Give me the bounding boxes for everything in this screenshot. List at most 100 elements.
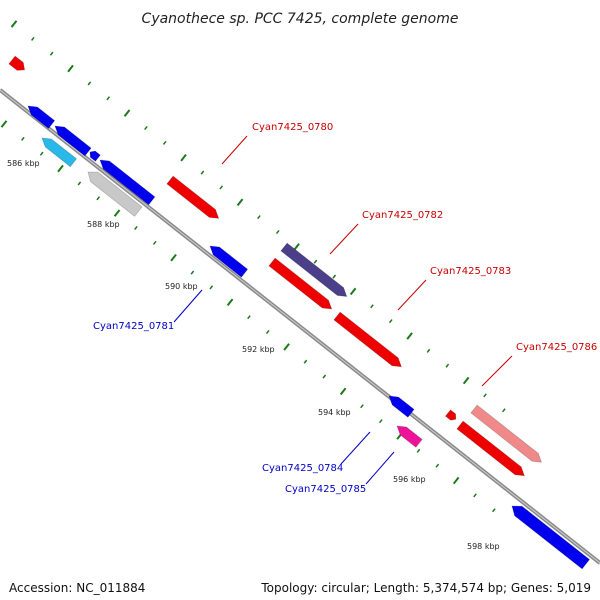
tick-mark	[57, 164, 64, 173]
leader-line	[221, 135, 248, 165]
tick-mark	[144, 125, 148, 131]
genome-summary-text: Topology: circular; Length: 5,374,574 bp…	[261, 581, 591, 595]
tick-mark	[209, 285, 214, 290]
tick-mark	[473, 493, 477, 498]
gene-arrow-forward-outer[interactable]	[470, 404, 543, 463]
tick-mark	[106, 96, 111, 101]
tick-mark	[200, 170, 205, 175]
gene-arrow-forward[interactable]	[8, 55, 26, 71]
tick-mark	[236, 198, 244, 207]
tick-mark	[87, 81, 92, 86]
tick-mark	[219, 185, 224, 190]
tick-mark	[180, 153, 187, 162]
leader-line	[397, 279, 427, 311]
gene-arrow-reverse-outer[interactable]	[396, 425, 423, 448]
tick-mark	[257, 215, 261, 220]
gene-label-cyan7425-0781[interactable]: Cyan7425_0781	[93, 321, 174, 332]
gene-arrow-forward[interactable]	[456, 420, 525, 477]
tick-mark	[349, 287, 357, 296]
tick-mark	[247, 315, 251, 320]
gene-arrow-forward[interactable]	[444, 409, 457, 421]
tick-mark	[21, 136, 25, 141]
tick-mark	[406, 332, 413, 340]
tick-mark	[452, 476, 460, 485]
tick-mark	[39, 151, 44, 156]
tick-mark	[293, 243, 300, 251]
tick-mark	[77, 181, 82, 186]
accession-text: Accession: NC_011884	[9, 581, 146, 595]
tick-mark	[492, 508, 496, 513]
kbp-label: 594 kbp	[318, 408, 351, 417]
tick-mark	[162, 140, 167, 145]
tick-mark	[462, 376, 470, 385]
gene-arrow-reverse-outer[interactable]	[41, 137, 78, 168]
tick-rows	[0, 20, 506, 513]
tick-mark	[152, 240, 157, 245]
gene-arrow-forward[interactable]	[166, 175, 220, 219]
tick-mark	[339, 387, 347, 396]
tick-mark	[113, 209, 121, 217]
tick-mark	[483, 393, 487, 398]
gene-label-cyan7425-0780[interactable]: Cyan7425_0780	[252, 122, 333, 133]
tick-mark	[226, 298, 234, 307]
gene-features	[8, 55, 591, 570]
tick-mark	[49, 51, 54, 56]
tick-mark	[416, 448, 421, 453]
gene-label-cyan7425-0782[interactable]: Cyan7425_0782	[362, 210, 443, 221]
tick-mark	[303, 359, 308, 364]
gene-arrow-reverse[interactable]	[388, 395, 415, 418]
tick-mark	[0, 120, 8, 128]
leader-line	[173, 289, 203, 323]
tick-mark	[190, 270, 195, 275]
gene-arrow-reverse[interactable]	[209, 245, 249, 278]
tick-mark	[134, 225, 138, 231]
kbp-label: 586 kbp	[7, 159, 40, 168]
tick-mark	[96, 196, 101, 201]
tick-mark	[370, 304, 374, 309]
kbp-label: 590 kbp	[165, 282, 198, 291]
gene-label-cyan7425-0786[interactable]: Cyan7425_0786	[516, 342, 597, 353]
leader-line	[365, 451, 395, 485]
kbp-label: 598 kbp	[467, 542, 500, 551]
tick-mark	[502, 408, 506, 413]
leader-line	[340, 431, 371, 465]
tick-mark	[426, 348, 431, 353]
gene-arrow-reverse[interactable]	[89, 150, 101, 162]
gene-arrow-reverse[interactable]	[27, 105, 56, 130]
gene-arrow-forward-outer[interactable]	[280, 242, 348, 297]
tick-mark	[360, 404, 364, 409]
gene-arrow-reverse[interactable]	[99, 159, 156, 206]
gene-arrow-forward[interactable]	[333, 311, 402, 368]
tick-mark	[378, 419, 383, 424]
label-leader-lines	[173, 135, 513, 485]
kbp-label: 596 kbp	[393, 475, 426, 484]
kbp-label: 588 kbp	[87, 220, 120, 229]
tick-mark	[332, 274, 337, 279]
tick-mark	[322, 374, 327, 379]
gene-arrow-forward[interactable]	[268, 257, 333, 310]
gene-arrow-reverse[interactable]	[511, 505, 591, 570]
tick-mark	[123, 109, 131, 117]
gene-arrow-reverse[interactable]	[54, 125, 92, 157]
gene-label-cyan7425-0784[interactable]: Cyan7425_0784	[262, 463, 343, 474]
gene-label-cyan7425-0785[interactable]: Cyan7425_0785	[285, 484, 366, 495]
tick-mark	[170, 253, 177, 262]
tick-mark	[388, 319, 393, 324]
gene-label-cyan7425-0783[interactable]: Cyan7425_0783	[430, 266, 511, 277]
tick-mark	[275, 229, 280, 235]
kbp-label: 592 kbp	[242, 345, 275, 354]
leader-line	[329, 223, 359, 255]
gene-arrow-reverse-outer[interactable]	[87, 171, 143, 217]
tick-mark	[435, 463, 440, 468]
genome-backbone-highlight	[0, 89, 600, 564]
tick-mark	[31, 36, 35, 41]
map-title: Cyanothece sp. PCC 7425, complete genome	[142, 11, 459, 27]
tick-mark	[313, 259, 318, 264]
tick-mark	[67, 64, 74, 73]
tick-mark	[283, 343, 290, 351]
tick-mark	[445, 363, 450, 368]
tick-mark	[10, 20, 18, 28]
leader-line	[481, 355, 513, 387]
tick-mark	[265, 329, 270, 335]
